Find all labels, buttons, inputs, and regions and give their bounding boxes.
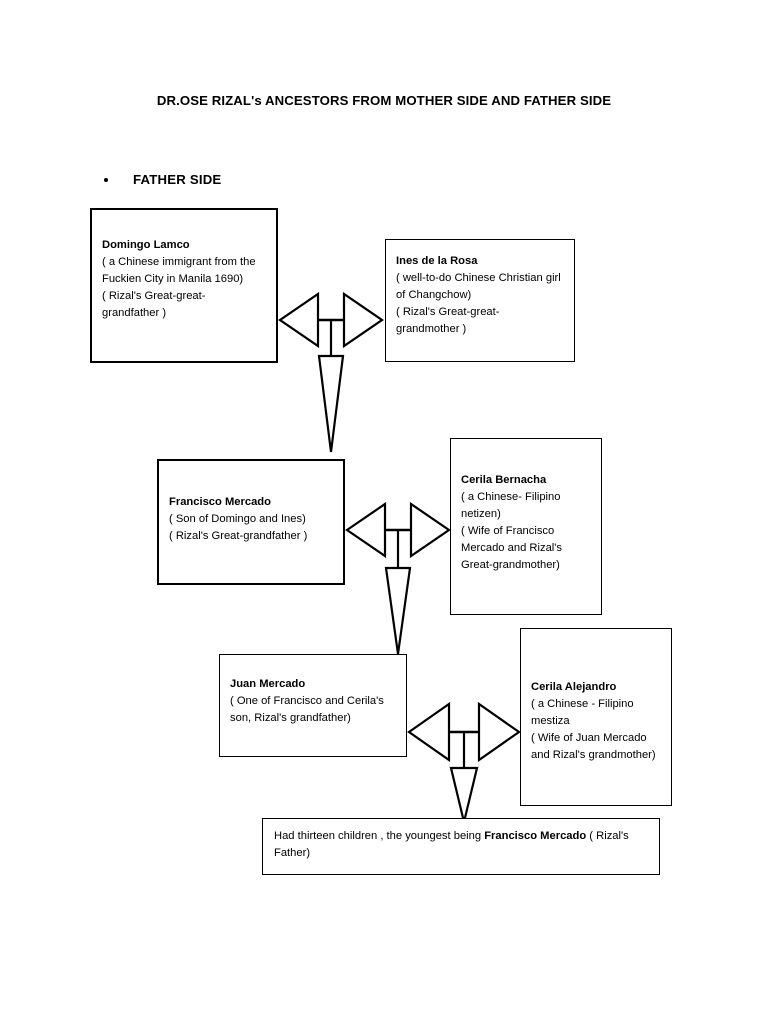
node-name: Domingo Lamco [102, 239, 190, 251]
marriage-union-arrow-3 [407, 694, 521, 824]
summary-emphasis: Francisco Mercado [484, 830, 587, 842]
node-name: Juan Mercado [230, 678, 306, 690]
summary-box-children: Had thirteen children , the youngest bei… [262, 818, 660, 875]
node-box-juan-mercado: Juan Mercado ( One of Francisco and Ceri… [219, 654, 407, 757]
node-detail-line: Great-grandmother) [461, 559, 560, 571]
node-box-cerila-bernacha: Cerila Bernacha ( a Chinese- Filipino ne… [450, 438, 602, 615]
node-detail-line: ( Rizal's Great-grandfather ) [169, 530, 308, 542]
node-detail-line: ( Rizal's Great-great- [102, 290, 206, 302]
marriage-union-arrow-1 [278, 286, 384, 454]
node-detail-line: ( Wife of Juan Mercado [531, 732, 647, 744]
page-title: DR.OSE RIZAL's ANCESTORS FROM MOTHER SID… [156, 93, 612, 108]
node-box-domingo-lamco: Domingo Lamco ( a Chinese immigrant from… [90, 208, 278, 363]
node-detail-line: mestiza [531, 715, 570, 727]
node-detail-line: ( a Chinese - Filipino [531, 698, 634, 710]
node-name: Francisco Mercado [169, 496, 271, 508]
node-detail-line: ( Rizal's Great-great- [396, 306, 500, 318]
node-name: Cerila Bernacha [461, 474, 547, 486]
bullet-dot-icon [104, 177, 108, 182]
marriage-union-arrow-2 [345, 496, 451, 656]
node-name: Cerila Alejandro [531, 681, 617, 693]
node-detail-line: ( One of Francisco and Cerila's [230, 695, 384, 707]
node-name: Ines de la Rosa [396, 255, 478, 267]
node-box-ines-de-la-rosa: Ines de la Rosa ( well-to-do Chinese Chr… [385, 239, 575, 362]
node-box-francisco-mercado: Francisco Mercado ( Son of Domingo and I… [157, 459, 345, 585]
node-detail-line: Fuckien City in Manila 1690) [102, 273, 244, 285]
section-heading-father-side: FATHER SIDE [104, 172, 221, 187]
node-detail-line: ( Son of Domingo and Ines) [169, 513, 306, 525]
node-detail-line: ( a Chinese- Filipino [461, 491, 561, 503]
node-detail-line: son, Rizal's grandfather) [230, 712, 351, 724]
summary-prefix: Had thirteen children , the youngest bei… [274, 830, 485, 842]
node-detail-line: grandmother ) [396, 323, 467, 335]
node-detail-line: Mercado and Rizal's [461, 542, 563, 554]
section-heading-label: FATHER SIDE [133, 172, 222, 187]
node-detail-line: ( a Chinese immigrant from the [102, 256, 256, 268]
node-detail-line: ( well-to-do Chinese Christian girl [396, 272, 561, 284]
node-detail-line: of Changchow) [396, 289, 472, 301]
summary-text: Had thirteen children , the youngest bei… [274, 828, 649, 862]
node-detail-line: ( Wife of Francisco [461, 525, 555, 537]
node-detail-line: and Rizal's grandmother) [531, 749, 656, 761]
node-detail-line: grandfather ) [102, 307, 167, 319]
node-detail-line: netizen) [461, 508, 501, 520]
node-box-cerila-alejandro: Cerila Alejandro ( a Chinese - Filipino … [520, 628, 672, 806]
summary-suffix: ( Rizal's Father) [274, 830, 629, 859]
